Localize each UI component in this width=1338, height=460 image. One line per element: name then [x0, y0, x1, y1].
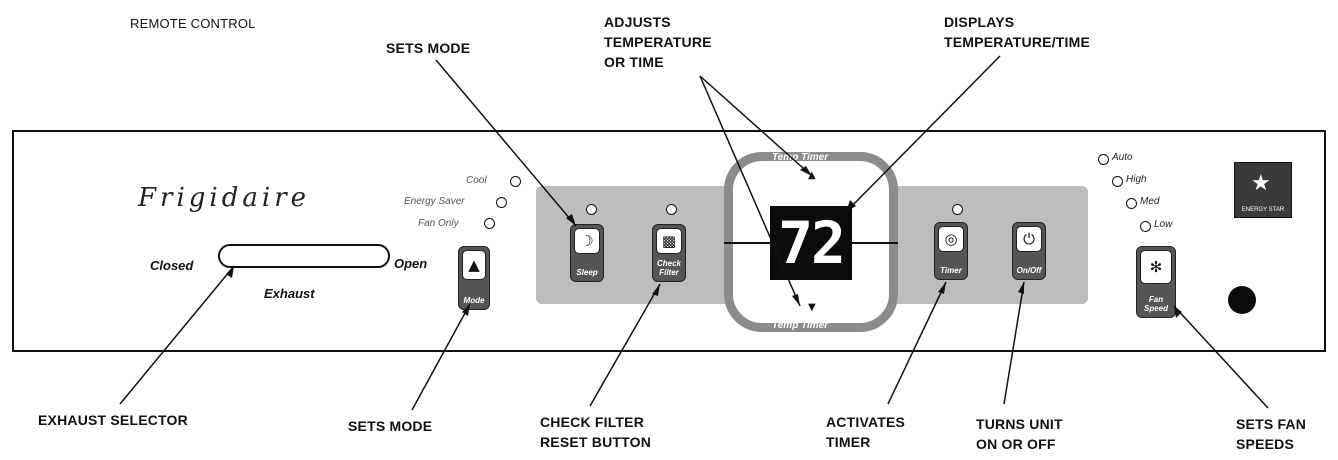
mode-option-cool: Cool: [466, 175, 487, 186]
arrowhead-adjusts-up: [800, 166, 812, 176]
timer-icon: ◎: [938, 226, 964, 252]
activates-line-2: TIMER: [826, 434, 871, 450]
high-indicator-led: [1112, 176, 1123, 187]
leader-adjusts-up: [699, 75, 813, 177]
cool-indicator-led: [510, 176, 521, 187]
activates-timer-label: ACTIVATES TIMER: [826, 412, 905, 452]
auto-indicator-led: [1098, 154, 1109, 165]
activates-line-1: ACTIVATES: [826, 414, 906, 430]
temperature-display: 72: [770, 206, 852, 280]
arrowhead-timer: [938, 282, 946, 294]
remote-control-label: REMOTE CONTROL: [130, 16, 256, 31]
check-filter-reset-line-2: RESET BUTTON: [540, 434, 652, 450]
temp-timer-down-label: Temp Timer: [772, 320, 829, 331]
displays-line-2: TEMPERATURE/TIME: [944, 34, 1091, 50]
arrowhead-fan: [1174, 306, 1182, 318]
mode-option-energy-saver: Energy Saver: [404, 196, 465, 207]
adjusts-line-1: ADJUSTS: [604, 14, 671, 30]
turns-line-1: TURNS UNIT: [976, 416, 1063, 432]
check-filter-button[interactable]: ▩ Check Filter: [652, 224, 686, 282]
sleep-button-label: Sleep: [576, 268, 598, 277]
leader-check-filter: [589, 283, 661, 407]
leader-sets-mode-top: [435, 59, 577, 227]
sleep-indicator-led: [586, 204, 597, 215]
energy-star-logo: ★ ENERGY STAR: [1234, 162, 1292, 218]
arrowhead-sets-mode-top: [566, 214, 576, 226]
check-filter-button-label: Check Filter: [653, 259, 685, 277]
arrowhead-exhaust: [226, 266, 234, 278]
arrowhead-onoff: [1018, 282, 1024, 294]
arrowhead-check-filter: [652, 284, 660, 296]
arrowhead-displays: [846, 200, 856, 212]
leader-fan: [1173, 305, 1269, 409]
open-label: Open: [394, 256, 428, 271]
sets-fan-line-2: SPEEDS: [1236, 436, 1294, 452]
closed-label: Closed: [150, 258, 194, 273]
power-icon: ⏻: [1016, 226, 1042, 252]
mode-option-fan-only: Fan Only: [418, 218, 459, 229]
adjusts-line-2: TEMPERATURE: [604, 34, 712, 50]
mode-updown-icon: ▲: [462, 250, 486, 280]
timer-button-label: Timer: [940, 266, 962, 275]
fan-icon: ✻: [1140, 250, 1172, 284]
adjusts-line-3: OR TIME: [604, 54, 664, 70]
fan-option-low: Low: [1154, 219, 1173, 230]
fan-option-high: High: [1126, 174, 1147, 185]
power-label-2: /Off: [1027, 266, 1042, 275]
adjusts-label: ADJUSTS TEMPERATURE OR TIME: [604, 12, 712, 72]
power-button-label: On/Off: [1013, 266, 1045, 275]
fan-option-med: Med: [1140, 196, 1160, 207]
turns-line-2: ON OR OFF: [976, 436, 1056, 452]
down-arrow-icon[interactable]: ▼: [808, 302, 816, 313]
brand-logo: Frigidaire: [138, 183, 311, 213]
energy-saver-indicator-led: [496, 197, 507, 208]
leader-onoff: [1003, 281, 1025, 405]
exhaust-label: Exhaust: [264, 286, 315, 301]
mode-button-label: Mode: [463, 296, 485, 305]
timer-button[interactable]: ◎ Timer: [934, 222, 968, 280]
low-indicator-led: [1140, 221, 1151, 232]
fan-speed-button-label: Fan Speed: [1137, 295, 1175, 313]
fan-speed-button[interactable]: ✻ Fan Speed: [1136, 246, 1176, 318]
sets-mode-bottom-label: SETS MODE: [348, 418, 433, 434]
check-filter-indicator-led: [666, 204, 677, 215]
sets-fan-speeds-label: SETS FAN SPEEDS: [1236, 414, 1306, 454]
exhaust-slider[interactable]: [218, 244, 390, 268]
fan-speed-label-2: Speed: [1143, 304, 1168, 313]
exhaust-selector-label: EXHAUST SELECTOR: [38, 412, 188, 428]
sets-mode-top-label: SETS MODE: [386, 40, 471, 56]
leader-timer: [887, 281, 947, 405]
power-button[interactable]: ⏻ On/Off: [1012, 222, 1046, 280]
leader-sets-mode-bottom: [411, 303, 471, 411]
turns-unit-label: TURNS UNIT ON OR OFF: [976, 414, 1063, 454]
med-indicator-led: [1126, 198, 1137, 209]
arrowhead-adjusts-down: [792, 294, 800, 306]
leader-exhaust: [119, 265, 235, 405]
sleep-button[interactable]: ☽ Sleep: [570, 224, 604, 282]
filter-icon: ▩: [656, 228, 682, 254]
temp-timer-up-label: Temp Timer: [772, 152, 829, 163]
power-label-1: On: [1016, 266, 1028, 275]
leader-displays: [845, 55, 1001, 213]
moon-icon: ☽: [574, 228, 600, 254]
ir-receiver: [1228, 286, 1256, 314]
check-filter-label-1: Check: [656, 259, 681, 268]
check-filter-label-2: Filter: [659, 268, 679, 277]
sets-fan-line-1: SETS FAN: [1236, 416, 1307, 432]
displays-line-1: DISPLAYS: [944, 14, 1015, 30]
check-filter-reset-label: CHECK FILTER RESET BUTTON: [540, 412, 651, 452]
energy-star-text: ENERGY STAR: [1241, 207, 1285, 213]
fan-option-auto: Auto: [1112, 152, 1133, 163]
leader-adjusts-down: [699, 75, 801, 307]
fan-only-indicator-led: [484, 218, 495, 229]
displays-label: DISPLAYS TEMPERATURE/TIME: [944, 12, 1090, 52]
star-icon: ★: [1251, 171, 1271, 196]
check-filter-reset-line-1: CHECK FILTER: [540, 414, 645, 430]
fan-speed-label-1: Fan: [1148, 295, 1164, 304]
arrowhead-sets-mode-bottom: [462, 304, 470, 316]
mode-button[interactable]: ▲ Mode: [458, 246, 490, 310]
timer-indicator-led: [952, 204, 963, 215]
